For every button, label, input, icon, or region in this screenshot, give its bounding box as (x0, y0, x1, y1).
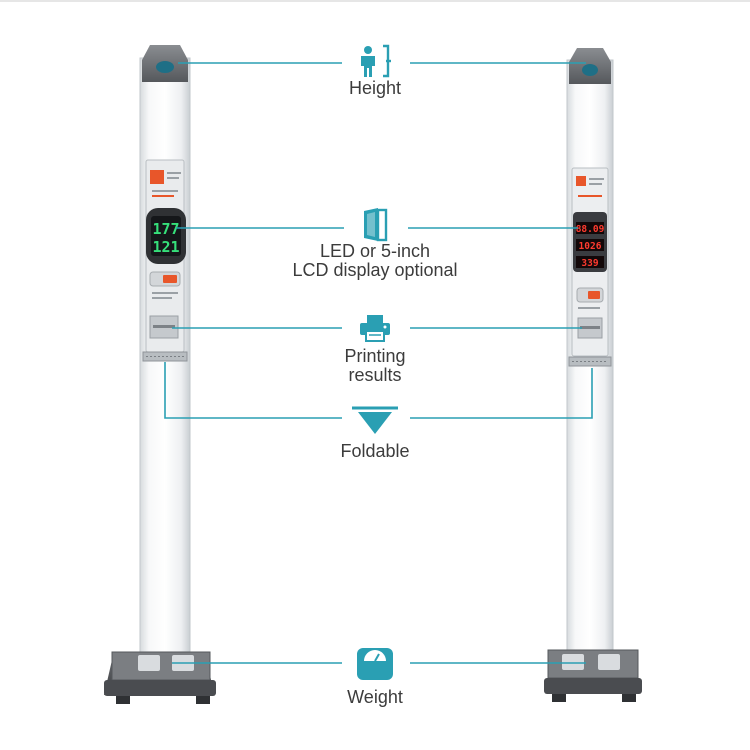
left-fold-hinge (142, 351, 188, 362)
callout-line-foldable-right (410, 368, 593, 419)
left-scale-platform (111, 651, 211, 681)
right-scale-platform (547, 649, 639, 679)
right-height-scale-machine: 88.09 1026 339 (544, 48, 642, 702)
feature-label-printing-line2: results (348, 365, 402, 385)
fold-triangle-icon (352, 406, 398, 436)
callout-lines (164, 62, 593, 664)
feature-label-weight: Weight (347, 687, 403, 707)
feature-label-display-line2: LCD display optional (292, 260, 458, 280)
feature-label-printing: Printing results (250, 347, 500, 385)
top-border-line (0, 0, 750, 2)
right-height-sensor (582, 64, 598, 76)
left-led-reading-1: 177 (152, 220, 179, 238)
person-height-icon (355, 44, 395, 78)
right-scale-base (544, 678, 642, 694)
feature-label-height: Height (348, 78, 402, 98)
right-led-reading-3: 339 (581, 258, 598, 269)
feature-label-foldable: Foldable (340, 441, 410, 461)
left-led-reading-2: 121 (152, 238, 179, 256)
printer-icon (358, 314, 392, 342)
feature-label-display: LED or 5-inch LCD display optional (250, 242, 500, 280)
display-panel-icon (360, 207, 390, 243)
feature-label-display-line1: LED or 5-inch (319, 241, 431, 261)
feature-label-printing-line1: Printing (344, 346, 406, 366)
callout-line-foldable-left (164, 362, 342, 419)
left-height-scale-machine: 177 121 (104, 45, 216, 704)
right-led-reading-2: 1026 (579, 241, 602, 252)
scale-icon (356, 647, 394, 681)
left-height-sensor (156, 61, 174, 73)
right-led-reading-1: 88.09 (576, 224, 605, 235)
left-brand-logo (150, 170, 164, 184)
right-brand-logo (576, 176, 586, 186)
